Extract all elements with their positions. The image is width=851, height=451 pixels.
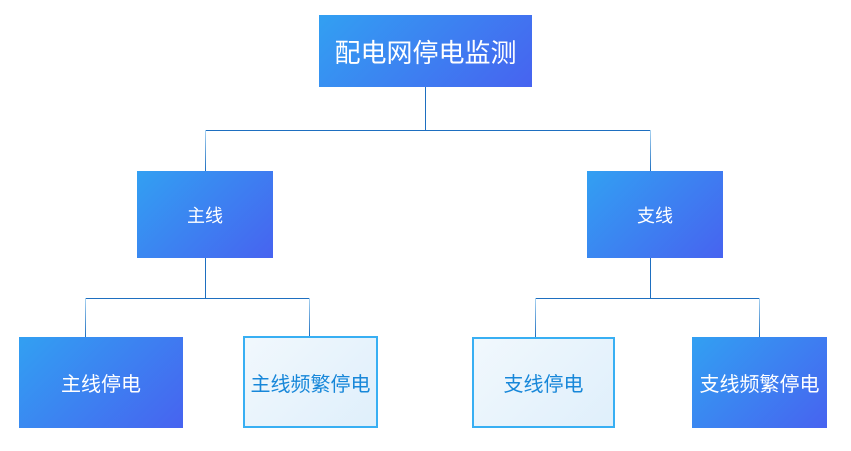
node-branch-line-label: 支线 xyxy=(637,205,673,226)
node-main-line-frequent-outage[interactable]: 主线频繁停电 xyxy=(243,336,378,428)
node-root[interactable]: 配电网停电监测 xyxy=(319,15,532,87)
connector-to-branch-frequent-outage xyxy=(759,298,760,337)
connector-main-stem xyxy=(205,258,206,298)
node-main-line[interactable]: 主线 xyxy=(137,171,273,258)
connector-level2-rail xyxy=(205,130,651,131)
node-branch-line[interactable]: 支线 xyxy=(587,171,723,258)
connector-branch-rail xyxy=(535,298,760,299)
node-root-label: 配电网停电监测 xyxy=(334,37,517,68)
node-main-line-label: 主线 xyxy=(187,205,223,226)
connector-to-main-outage xyxy=(85,298,86,337)
node-main-line-outage[interactable]: 主线停电 xyxy=(19,337,183,428)
connector-to-main-frequent-outage xyxy=(309,298,310,336)
connector-to-main xyxy=(205,130,206,171)
node-branch-line-frequent-outage-label: 支线频繁停电 xyxy=(699,374,820,396)
node-branch-line-outage[interactable]: 支线停电 xyxy=(472,337,615,428)
node-branch-line-outage-label: 支线停电 xyxy=(503,374,584,396)
connector-to-branch xyxy=(650,130,651,171)
connector-root-stem xyxy=(425,87,426,130)
node-main-line-frequent-outage-label: 主线频繁停电 xyxy=(250,373,371,396)
node-branch-line-frequent-outage[interactable]: 支线频繁停电 xyxy=(692,337,827,428)
node-main-line-outage-label: 主线停电 xyxy=(61,374,141,396)
connector-branch-stem xyxy=(650,258,651,298)
connector-to-branch-outage xyxy=(535,298,536,337)
connector-main-rail xyxy=(85,298,310,299)
